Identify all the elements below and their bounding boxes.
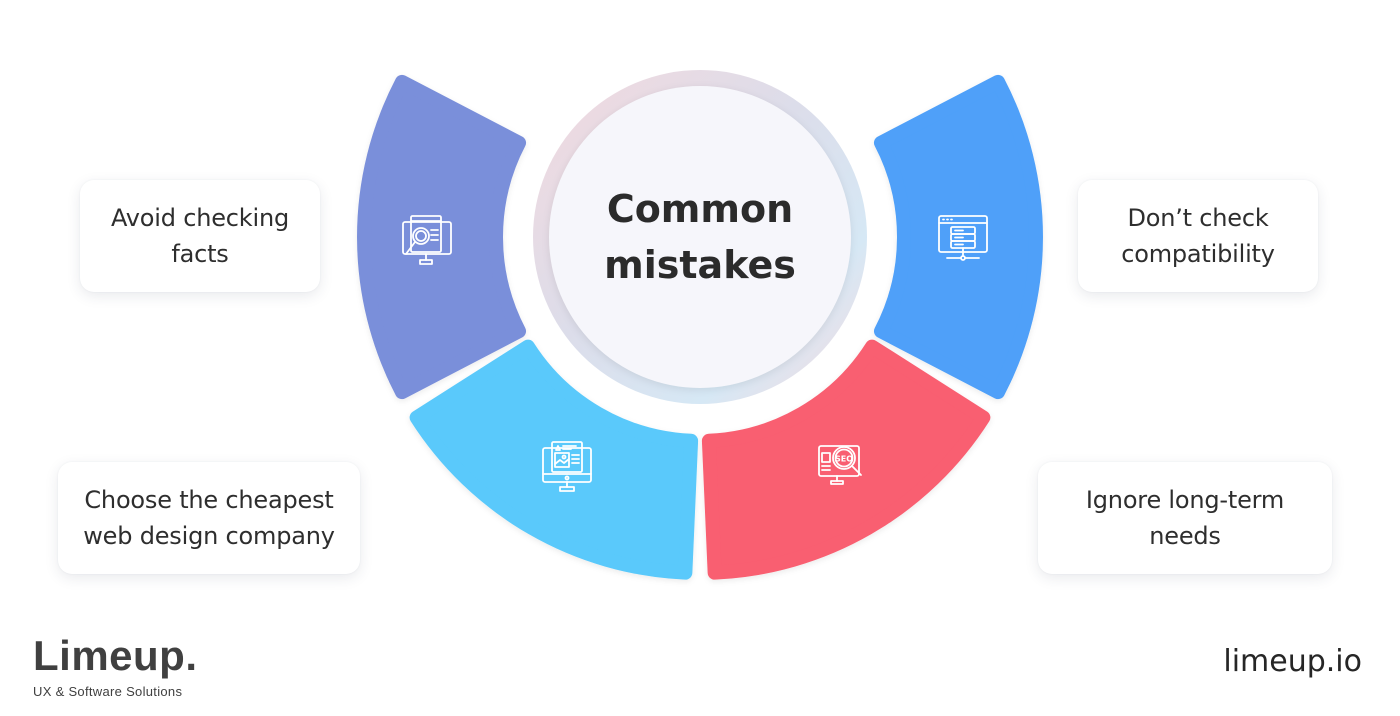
card-dont-check-compatibility: Don’t check compatibility	[1078, 180, 1318, 292]
card-ignore-long-term-needs: Ignore long-term needs	[1038, 462, 1332, 574]
card-choose-cheapest-company: Choose the cheapest web design company	[58, 462, 360, 574]
card-avoid-checking-facts: Avoid checking facts	[80, 180, 320, 292]
server-window-icon	[938, 215, 988, 261]
center-disc	[549, 86, 851, 388]
logo-wordmark: Limeup.	[33, 632, 198, 679]
limeup-logo: Limeup. UX & Software Solutions	[33, 632, 198, 699]
segment-choose-cheapest	[409, 339, 699, 580]
center-title-line-2: mistakes	[604, 243, 796, 287]
center-title: Common mistakes	[549, 86, 851, 388]
card-line: Avoid checking	[110, 204, 289, 232]
card-line: web design company	[83, 522, 335, 550]
center-title-line-1: Common	[606, 187, 794, 231]
search-monitor-icon	[402, 215, 452, 265]
card-line: Ignore long-term	[1085, 486, 1285, 514]
logo-tagline: UX & Software Solutions	[33, 684, 183, 699]
card-line: Don’t check	[1127, 204, 1269, 232]
website-url: limeup.io	[1223, 644, 1362, 679]
web-design-monitor-icon	[542, 441, 592, 492]
svg-text:SEO: SEO	[835, 455, 853, 464]
seo-monitor-icon: SEO	[818, 445, 862, 485]
card-line: compatibility	[1121, 240, 1275, 268]
card-line: needs	[1149, 522, 1221, 550]
card-line: Choose the cheapest	[84, 486, 334, 514]
card-line: facts	[171, 240, 229, 268]
